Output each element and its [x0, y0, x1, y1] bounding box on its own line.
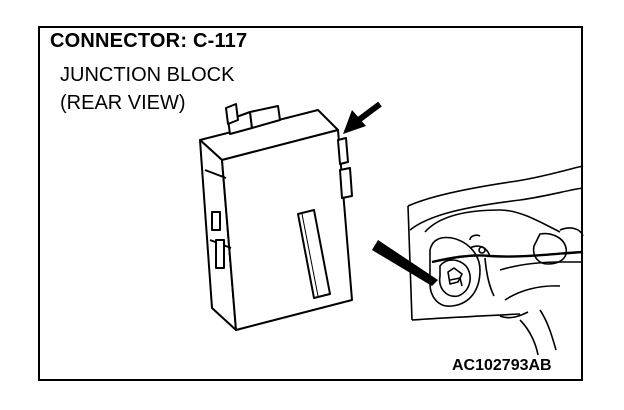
dashboard-pointer-arrow-icon [372, 240, 438, 286]
pointer-arrow-icon [343, 101, 382, 134]
diagram-title: CONNECTOR: C-117 [50, 30, 248, 52]
dashboard-cutaway-icon [407, 165, 584, 356]
junction-block-icon [199, 103, 353, 331]
component-label: JUNCTION BLOCK [60, 64, 235, 86]
figure-code: AC102793AB [452, 357, 552, 374]
view-label: (REAR VIEW) [60, 92, 186, 114]
